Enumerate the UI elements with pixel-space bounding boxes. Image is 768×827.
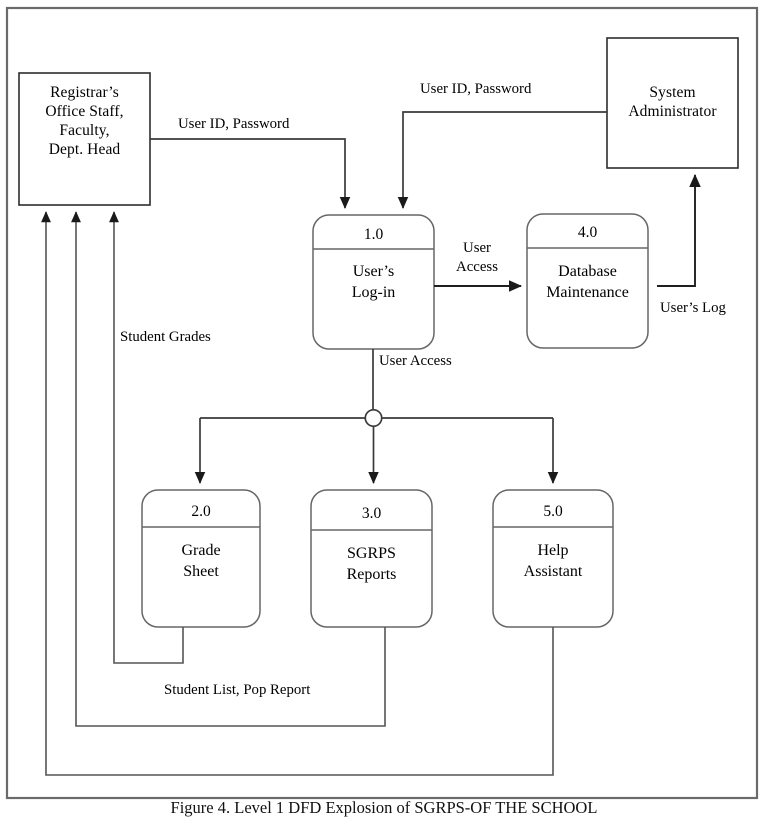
flow-line-help-assistant-to-registrar [41, 211, 554, 776]
process-box-3-0[interactable] [310, 489, 433, 628]
external-entity-system-administrator-box[interactable] [606, 37, 739, 169]
flow-line-user-id-password-sysadmin [397, 111, 607, 209]
external-entity-registrar-box[interactable] [18, 72, 151, 206]
process-box-5-0[interactable] [492, 489, 614, 628]
process-box-1-0[interactable] [312, 214, 435, 350]
flow-line-student-grades [109, 211, 184, 664]
flow-label-line: Access [456, 259, 498, 276]
process-box-4-0[interactable] [526, 213, 649, 349]
figure-caption: Figure 4. Level 1 DFD Explosion of SGRPS… [170, 798, 598, 817]
flow-junction-node[interactable] [364, 408, 383, 428]
flow-label-user-access-down: User Access [379, 353, 452, 369]
flow-label-student-grades: Student Grades [120, 329, 211, 345]
flow-line-student-list-pop-report [71, 211, 386, 727]
flow-label-line: User [463, 240, 491, 256]
flow-line-user-id-password-registrar [150, 138, 351, 209]
flow-label-student-list-pop-report: Student List, Pop Report [164, 682, 311, 698]
flow-label-users-log: User’s Log [660, 300, 726, 316]
process-box-2-0[interactable] [141, 489, 261, 628]
flow-label-user-id-password-sysadmin: User ID, Password [420, 81, 532, 97]
flow-label-user-access-to-db: User Access [443, 239, 511, 277]
flow-line-users-log [657, 173, 701, 287]
flow-label-user-id-password-registrar: User ID, Password [178, 116, 290, 132]
page-border [5, 6, 759, 800]
